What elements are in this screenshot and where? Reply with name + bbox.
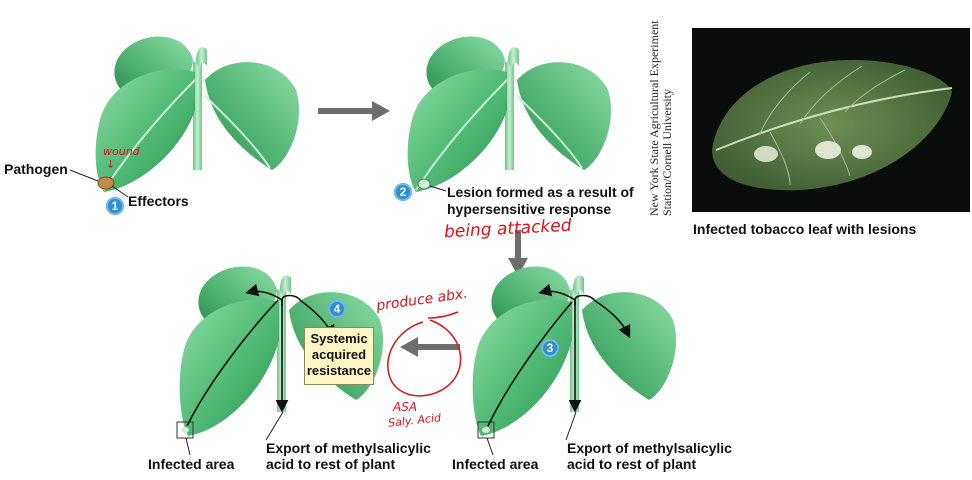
export-label-left-line1: Export of methylsalicylic [266,440,431,456]
photo-credit: New York State Agricultural Experiment S… [647,0,674,216]
systemic-acquired-resistance-box: Systemic acquired resistance [304,327,374,385]
photo-lesion-3 [852,145,872,159]
tobacco-leaf-photo [692,28,970,212]
note-asa: ASA [393,400,418,414]
sar-line2: acquired [311,347,367,362]
infected-area-box-right [477,421,495,439]
handwritten-annotations [387,311,462,397]
note-wound: wound [103,145,140,158]
step-1-badge: 1 [106,197,124,215]
export-label-right-line2: acid to rest of plant [567,456,697,472]
lesion-spot [417,178,431,190]
arrow-step3-to-step4 [400,337,460,357]
plant-2 [407,36,612,192]
note-wound-arrow: ↓ [106,158,116,171]
lesion-label-line2: hypersensitive response [447,201,612,217]
red-circle [387,319,462,397]
pathogen-leader [69,169,99,182]
sar-line1: Systemic [310,331,368,346]
effectors-leader [111,185,129,198]
plant-3 [472,266,677,439]
arrow-step2-to-step3 [508,230,528,276]
photo-caption: Infected tobacco leaf with lesions [693,221,917,237]
lesion-label-line1: Lesion formed as a result of [447,184,634,200]
photo-lesion-2 [815,141,841,159]
infected-area-label-left: Infected area [148,456,235,472]
plant-1-stem [193,62,202,170]
photo-credit-line2: Station/Cornell University [660,89,674,216]
plant-1-leaf-left [95,69,195,192]
infected-area-label-right: Infected area [452,456,539,472]
pathogen-spot [97,176,115,190]
red-underline [427,311,459,319]
plant-1 [95,36,300,192]
pathogen-label: Pathogen [4,161,68,177]
plant-1-leaf-right [205,62,300,170]
step-2-badge: 2 [394,183,412,201]
lesion-leader [429,185,447,192]
arrow-step1-to-step2 [318,101,390,121]
export-label-left-line2: acid to rest of plant [266,456,396,472]
step-3-badge: 3 [541,339,559,357]
step-4-badge: 4 [328,300,346,318]
effectors-label: Effectors [128,193,189,209]
export-label-right-line1: Export of methylsalicylic [567,440,732,456]
infected-area-box-left [176,421,194,439]
photo-lesion-1 [754,146,778,162]
sar-line3: resistance [306,363,372,378]
